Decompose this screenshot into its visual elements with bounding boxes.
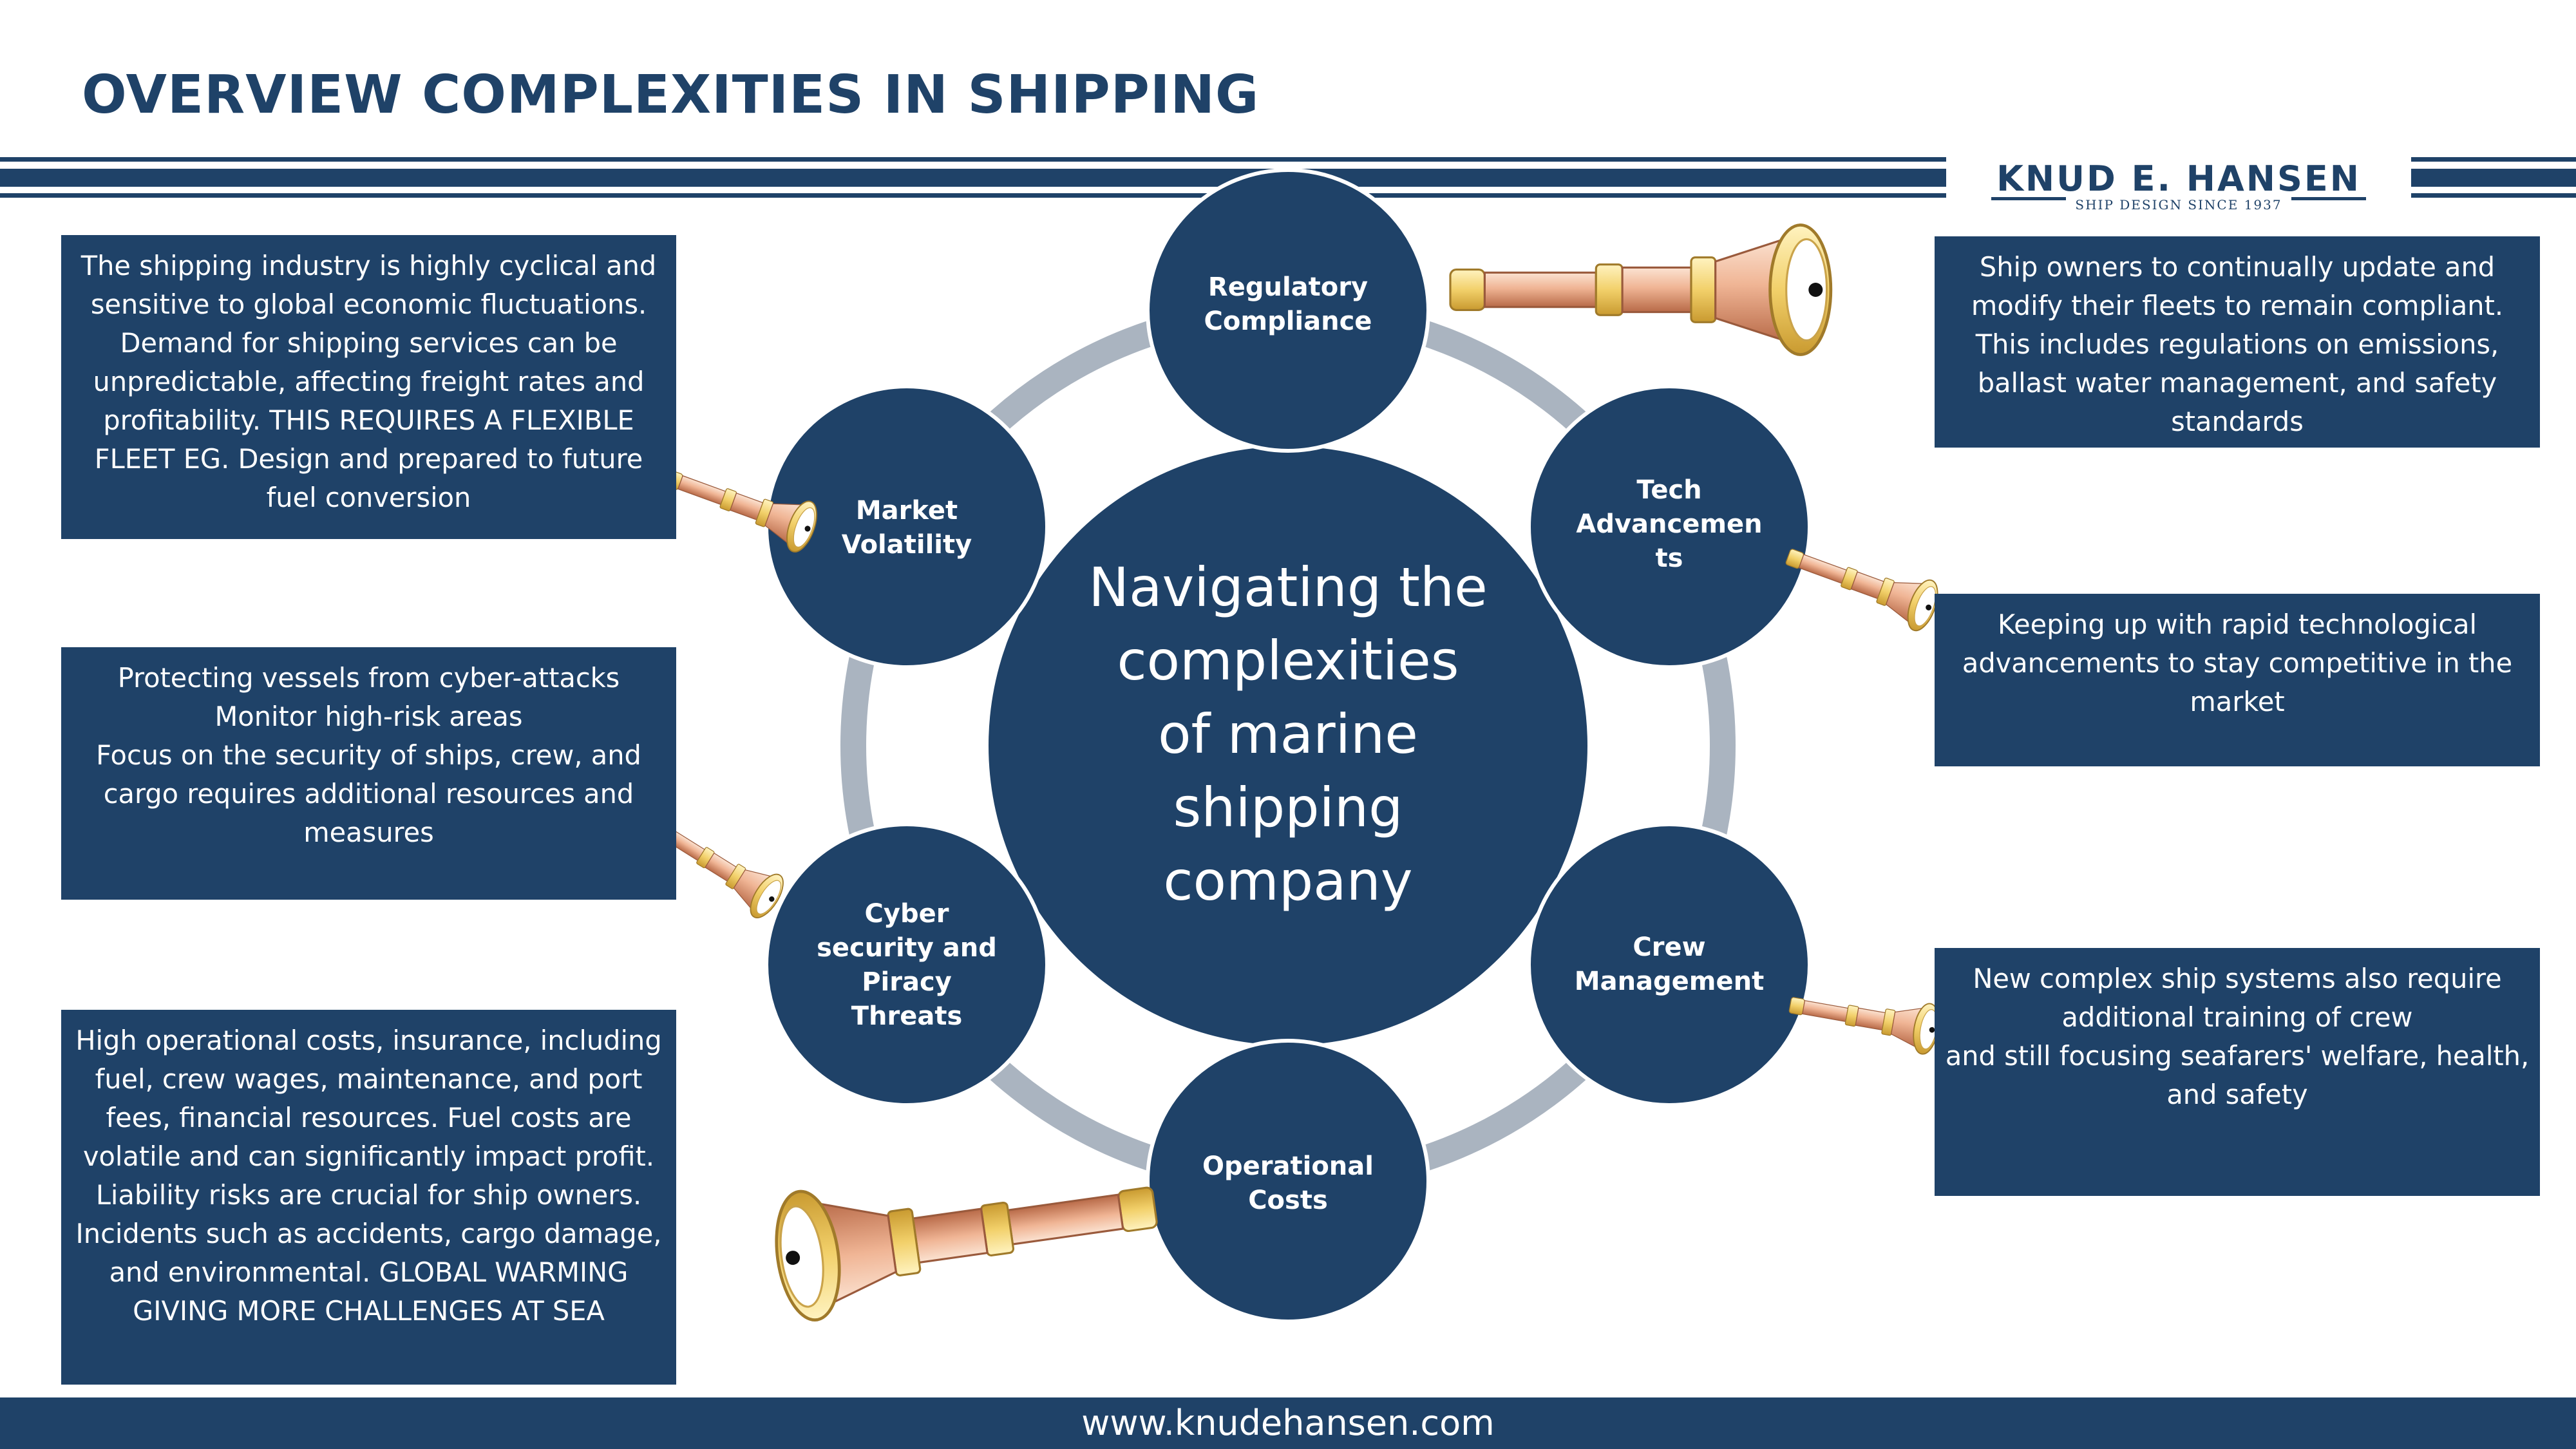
center-circle: [989, 446, 1587, 1045]
center-label: Navigating the complexities of marine sh…: [1088, 556, 1488, 913]
telescope-icon: [1785, 979, 1943, 1057]
tech-advancements-text: Keeping up with rapid technological adva…: [1935, 594, 2540, 766]
node-circle-tech: [1527, 384, 1812, 669]
node-circle-cyber: [764, 822, 1049, 1107]
company-logo: KNUD E. HANSEN SHIP DESIGN SINCE 1937: [1946, 0, 2411, 213]
market-volatility-text: The shipping industry is highly cyclical…: [61, 235, 676, 539]
cyber-security-text: Protecting vessels from cyber-attacks Mo…: [61, 647, 676, 900]
logo-tagline: SHIP DESIGN SINCE 1937: [1946, 197, 2411, 213]
node-label-market: Market Volatility: [841, 496, 972, 560]
node-label-cyber: Cyber security and Piracy Threats: [817, 899, 997, 1031]
footer-url[interactable]: www.knudehansen.com: [1081, 1403, 1495, 1443]
logo-name: KNUD E. HANSEN: [1996, 158, 2361, 199]
operational-costs-text: High operational costs, insurance, inclu…: [61, 1010, 676, 1385]
node-label-tech: Tech Advancemen ts: [1576, 475, 1763, 573]
node-label-operational: Operational Costs: [1202, 1151, 1374, 1215]
node-circle-crew: [1527, 822, 1812, 1107]
telescope-icon: [1450, 225, 1831, 354]
node-label-regulatory: Regulatory Compliance: [1204, 272, 1372, 336]
node-circle-regulatory: [1146, 168, 1430, 453]
footer-bar: [0, 1397, 2576, 1449]
node-circle-operational: [1146, 1039, 1430, 1323]
telescope-icon: [769, 1143, 1164, 1324]
logo-tagline-text: SHIP DESIGN SINCE 1937: [2066, 197, 2291, 213]
node-label-crew: Crew Management: [1574, 933, 1765, 996]
page-title: OVERVIEW COMPLEXITIES IN SHIPPING: [82, 64, 1260, 126]
regulatory-compliance-text: Ship owners to continually update and mo…: [1935, 236, 2540, 448]
crew-management-text: New complex ship systems also require ad…: [1935, 948, 2540, 1196]
